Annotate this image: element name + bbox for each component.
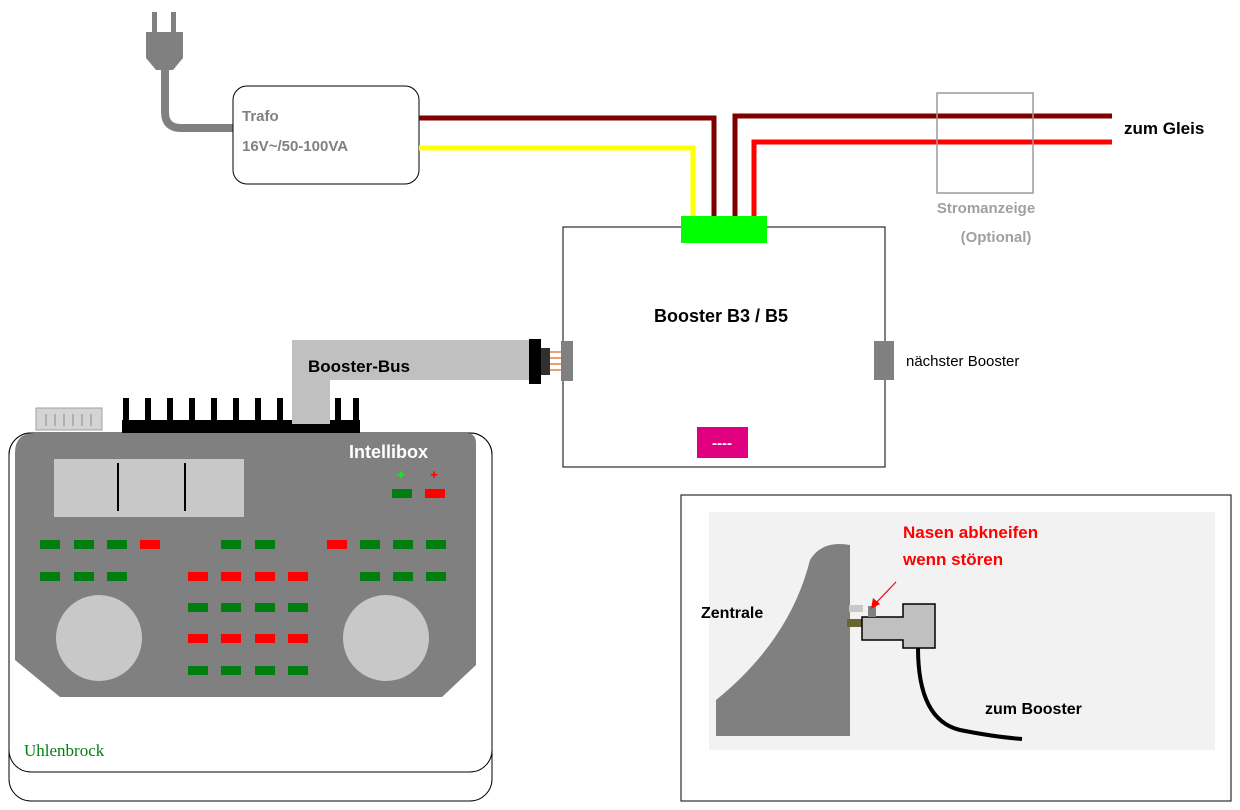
note-arrow-head bbox=[871, 598, 880, 609]
booster-bus-label: Booster-Bus bbox=[308, 357, 410, 376]
inset-note-line1: Nasen abkneifen bbox=[903, 523, 1038, 542]
note-arrow bbox=[873, 581, 897, 606]
track-label: zum Gleis bbox=[1124, 119, 1204, 138]
central-plus-sign: + bbox=[397, 467, 405, 482]
bus-connector bbox=[529, 339, 573, 384]
transformer-rating: 16V~/50-100VA bbox=[242, 138, 348, 155]
wire-track-red bbox=[751, 139, 1112, 218]
next-booster-label: nächster Booster bbox=[906, 353, 1019, 370]
booster-terminal bbox=[681, 216, 767, 243]
mains-cable bbox=[161, 68, 236, 132]
bus-plug-icon bbox=[861, 603, 936, 649]
central-housing-shape bbox=[716, 544, 850, 736]
central-leds-right bbox=[327, 540, 446, 581]
wire-track-dark bbox=[732, 113, 1112, 218]
ammeter-box bbox=[936, 92, 1034, 194]
booster-next-port bbox=[874, 341, 894, 380]
inset-cable-label: zum Booster bbox=[985, 701, 1082, 718]
wire-yellow bbox=[419, 145, 696, 218]
central-maker: Uhlenbrock bbox=[24, 741, 105, 760]
ammeter-optional: (Optional) bbox=[961, 229, 1032, 246]
inset-note-line2: wenn stören bbox=[902, 550, 1003, 569]
central-leds-left bbox=[40, 540, 160, 581]
central-minus-sign: + bbox=[430, 467, 438, 482]
booster-bus-cable bbox=[292, 340, 531, 423]
booster-title: Booster B3 / B5 bbox=[654, 306, 788, 326]
inset-cable bbox=[916, 647, 1023, 741]
central-leds-center bbox=[188, 540, 308, 675]
ammeter-label: Stromanzeige bbox=[937, 200, 1035, 217]
wire-trafo-dark bbox=[419, 115, 717, 218]
central-brand: Intellibox bbox=[349, 442, 428, 462]
dip-switch-label: ---- bbox=[712, 435, 732, 452]
mains-plug-icon bbox=[146, 12, 183, 70]
booster-dip-switch bbox=[697, 427, 748, 458]
central-unit: + + bbox=[8, 380, 493, 802]
transformer-label: Trafo bbox=[242, 108, 279, 125]
inset-central-label: Zentrale bbox=[701, 605, 763, 622]
transformer-box bbox=[232, 85, 420, 185]
